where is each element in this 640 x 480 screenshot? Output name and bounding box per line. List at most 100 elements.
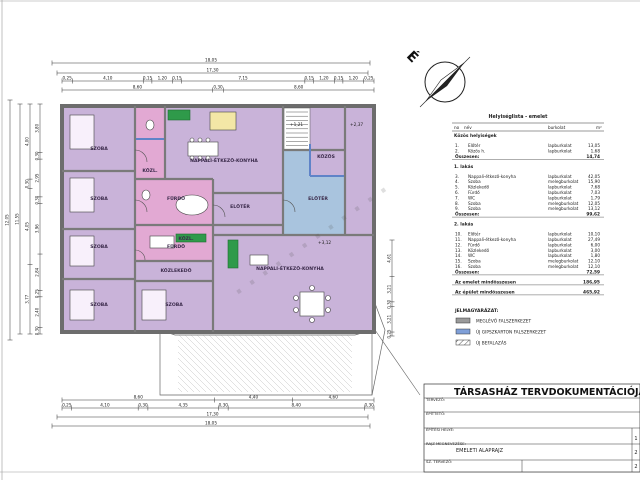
- room-label-szoba-2: SZOBA: [90, 196, 108, 202]
- schedule-cell-floor: lapburkolat: [548, 148, 572, 153]
- dimension-label: 0,25: [63, 76, 73, 81]
- schedule-cell-area: 1,68: [591, 148, 601, 153]
- dimension-label: 0,30: [364, 403, 374, 408]
- schedule-cell-area: 10,10: [588, 232, 600, 237]
- schedule-cell-name: Szoba: [468, 201, 481, 206]
- room-kozos: [310, 144, 344, 176]
- schedule-cell-floor: lapburkolat: [548, 143, 572, 148]
- schedule-sum1-label: Az emelet mindösszesen: [455, 279, 516, 285]
- schedule-total-value: 99,62: [586, 212, 600, 218]
- schedule-cell-floor: lapburkolat: [548, 174, 572, 179]
- schedule-cell-floor: lapburkolat: [548, 190, 572, 195]
- dimension-label: 0,30: [35, 151, 40, 160]
- legend-label: MEGLÉVŐ FALSZERKEZET: [476, 316, 532, 324]
- dimension-label: 18,05: [205, 421, 217, 426]
- schedule-cell-name: Előtér: [468, 232, 481, 237]
- dimension-label: 0,25: [62, 403, 72, 408]
- schedule-total-label: Összesen:: [455, 153, 480, 160]
- dimension-label: 0,15: [334, 76, 344, 81]
- schedule-sum1-value: 186,95: [583, 279, 600, 285]
- room-label-eloter-2: ELŐTÉR: [308, 194, 328, 202]
- north-label: É: [403, 47, 422, 66]
- schedule-cell-no: 10.: [455, 232, 462, 237]
- dimension-label: 8,40: [292, 403, 302, 408]
- dimension-label: 4,05: [25, 222, 30, 231]
- room-kozl-1: [136, 140, 164, 178]
- legend-title: JELMAGYARÁZAT:: [454, 307, 499, 314]
- dimension-label: 0,15: [172, 76, 182, 81]
- level-mark: +3,12: [318, 240, 331, 246]
- room-label-szoba-4: SZOBA: [90, 302, 108, 308]
- title-block-side: 1: [634, 436, 637, 442]
- schedule-header-area: m²: [596, 125, 602, 130]
- schedule-group-heading: Közös helyiségek: [454, 132, 497, 139]
- schedule-cell-name: Szoba: [468, 264, 481, 269]
- schedule-cell-name: Fürdő: [468, 242, 480, 247]
- room-label-szoba-3: SZOBA: [90, 244, 108, 250]
- title-block-label: TERVEZŐ:: [425, 397, 445, 402]
- schedule-cell-no: 9.: [455, 206, 459, 211]
- doors: [134, 149, 296, 261]
- dimension-label: 8,60: [134, 395, 144, 400]
- north-arrow: [419, 56, 471, 108]
- schedule-header-floor: burkolat: [548, 125, 566, 130]
- schedule-cell-no: 15.: [455, 259, 462, 264]
- schedule-cell-floor: lapburkolat: [548, 195, 572, 200]
- schedule-cell-no: 5.: [455, 185, 459, 190]
- schedule-cell-area: 6,00: [591, 242, 601, 247]
- dimension-label: 11,55: [15, 213, 20, 225]
- dimension-label: 0,25: [35, 289, 40, 298]
- schedule-cell-floor: lapburkolat: [548, 232, 572, 237]
- schedule-sum2-label: Az épület mindösszesen: [455, 288, 515, 295]
- dimension-label: 0,15: [305, 76, 315, 81]
- room-label-eloter-1: ELŐTÉR: [230, 202, 250, 210]
- room-label-kozl-2: KÖZL.: [178, 235, 194, 242]
- schedule-cell-no: 4.: [455, 179, 459, 184]
- schedule-cell-floor: lapburkolat: [548, 242, 572, 247]
- room-label-kozl-1: KÖZL.: [142, 167, 158, 174]
- dimension-label: 4,60: [329, 395, 339, 400]
- title-block-label: ÉPÍTÉSI HELYE:: [426, 427, 454, 432]
- schedule-cell-area: 12,05: [588, 201, 600, 206]
- schedule-cell-no: 8.: [455, 201, 459, 206]
- schedule-cell-floor: melegburkolat: [548, 179, 579, 184]
- dimension-label: 4,10: [100, 403, 110, 408]
- title-block-value: EMELETI ALAPRAJZ: [456, 448, 504, 454]
- title-block-title: TÁRSASHÁZ TERVDOKUMENTÁCIÓJA: [454, 386, 640, 398]
- schedule-cell-name: Fürdő: [468, 190, 480, 195]
- schedule-cell-area: 27,49: [588, 237, 600, 242]
- schedule-sum2-value: 465,92: [583, 289, 600, 295]
- schedule-cell-name: Szoba: [468, 259, 481, 264]
- legend-swatch-hatch: [455, 339, 471, 346]
- title-block-label: ÉPÍTTETŐ:: [426, 411, 445, 416]
- legend-label: ÚJ BEFALAZÁS: [476, 339, 507, 346]
- dimension-label: 8,60: [133, 85, 143, 90]
- dimension-label: 3,96: [35, 224, 40, 233]
- dimension-label: 0,30: [138, 403, 148, 408]
- schedule-cell-no: 3.: [455, 174, 459, 179]
- schedule-cell-floor: melegburkolat: [548, 259, 579, 264]
- schedule-cell-area: 13,12: [588, 206, 600, 211]
- room-eloter-1: [214, 194, 282, 224]
- room-label-szoba-1: SZOBA: [90, 146, 108, 152]
- schedule-cell-name: Nappali-étkező-konyha: [468, 174, 516, 179]
- schedule-cell-floor: melegburkolat: [548, 264, 579, 269]
- dimension-label: 4,10: [103, 76, 113, 81]
- dimension-label: 2,84: [35, 267, 40, 276]
- dimension-label: 0,30: [35, 195, 40, 204]
- schedule-cell-name: Szoba: [468, 179, 481, 184]
- room-label-kozlekedo: KÖZLEKEDŐ: [160, 267, 191, 274]
- legend-swatch-blue: [455, 328, 471, 335]
- room-label-nappali-2: NAPPALI-ÉTKEZŐ-KONYHA: [256, 264, 324, 272]
- dimension-chain-right: 4,613,210,303,210,25: [387, 239, 395, 338]
- schedule-cell-area: 1,80: [591, 253, 601, 258]
- dimension-label: 0,30: [213, 85, 223, 90]
- schedule-cell-area: 3,00: [591, 248, 601, 253]
- schedule-cell-area: 7,03: [591, 190, 601, 195]
- dimension-label: 0,30: [25, 179, 30, 188]
- schedule-cell-area: 12,10: [588, 259, 600, 264]
- schedule-cell-area: 7,68: [591, 185, 601, 190]
- schedule-total-value: 14,74: [586, 154, 600, 160]
